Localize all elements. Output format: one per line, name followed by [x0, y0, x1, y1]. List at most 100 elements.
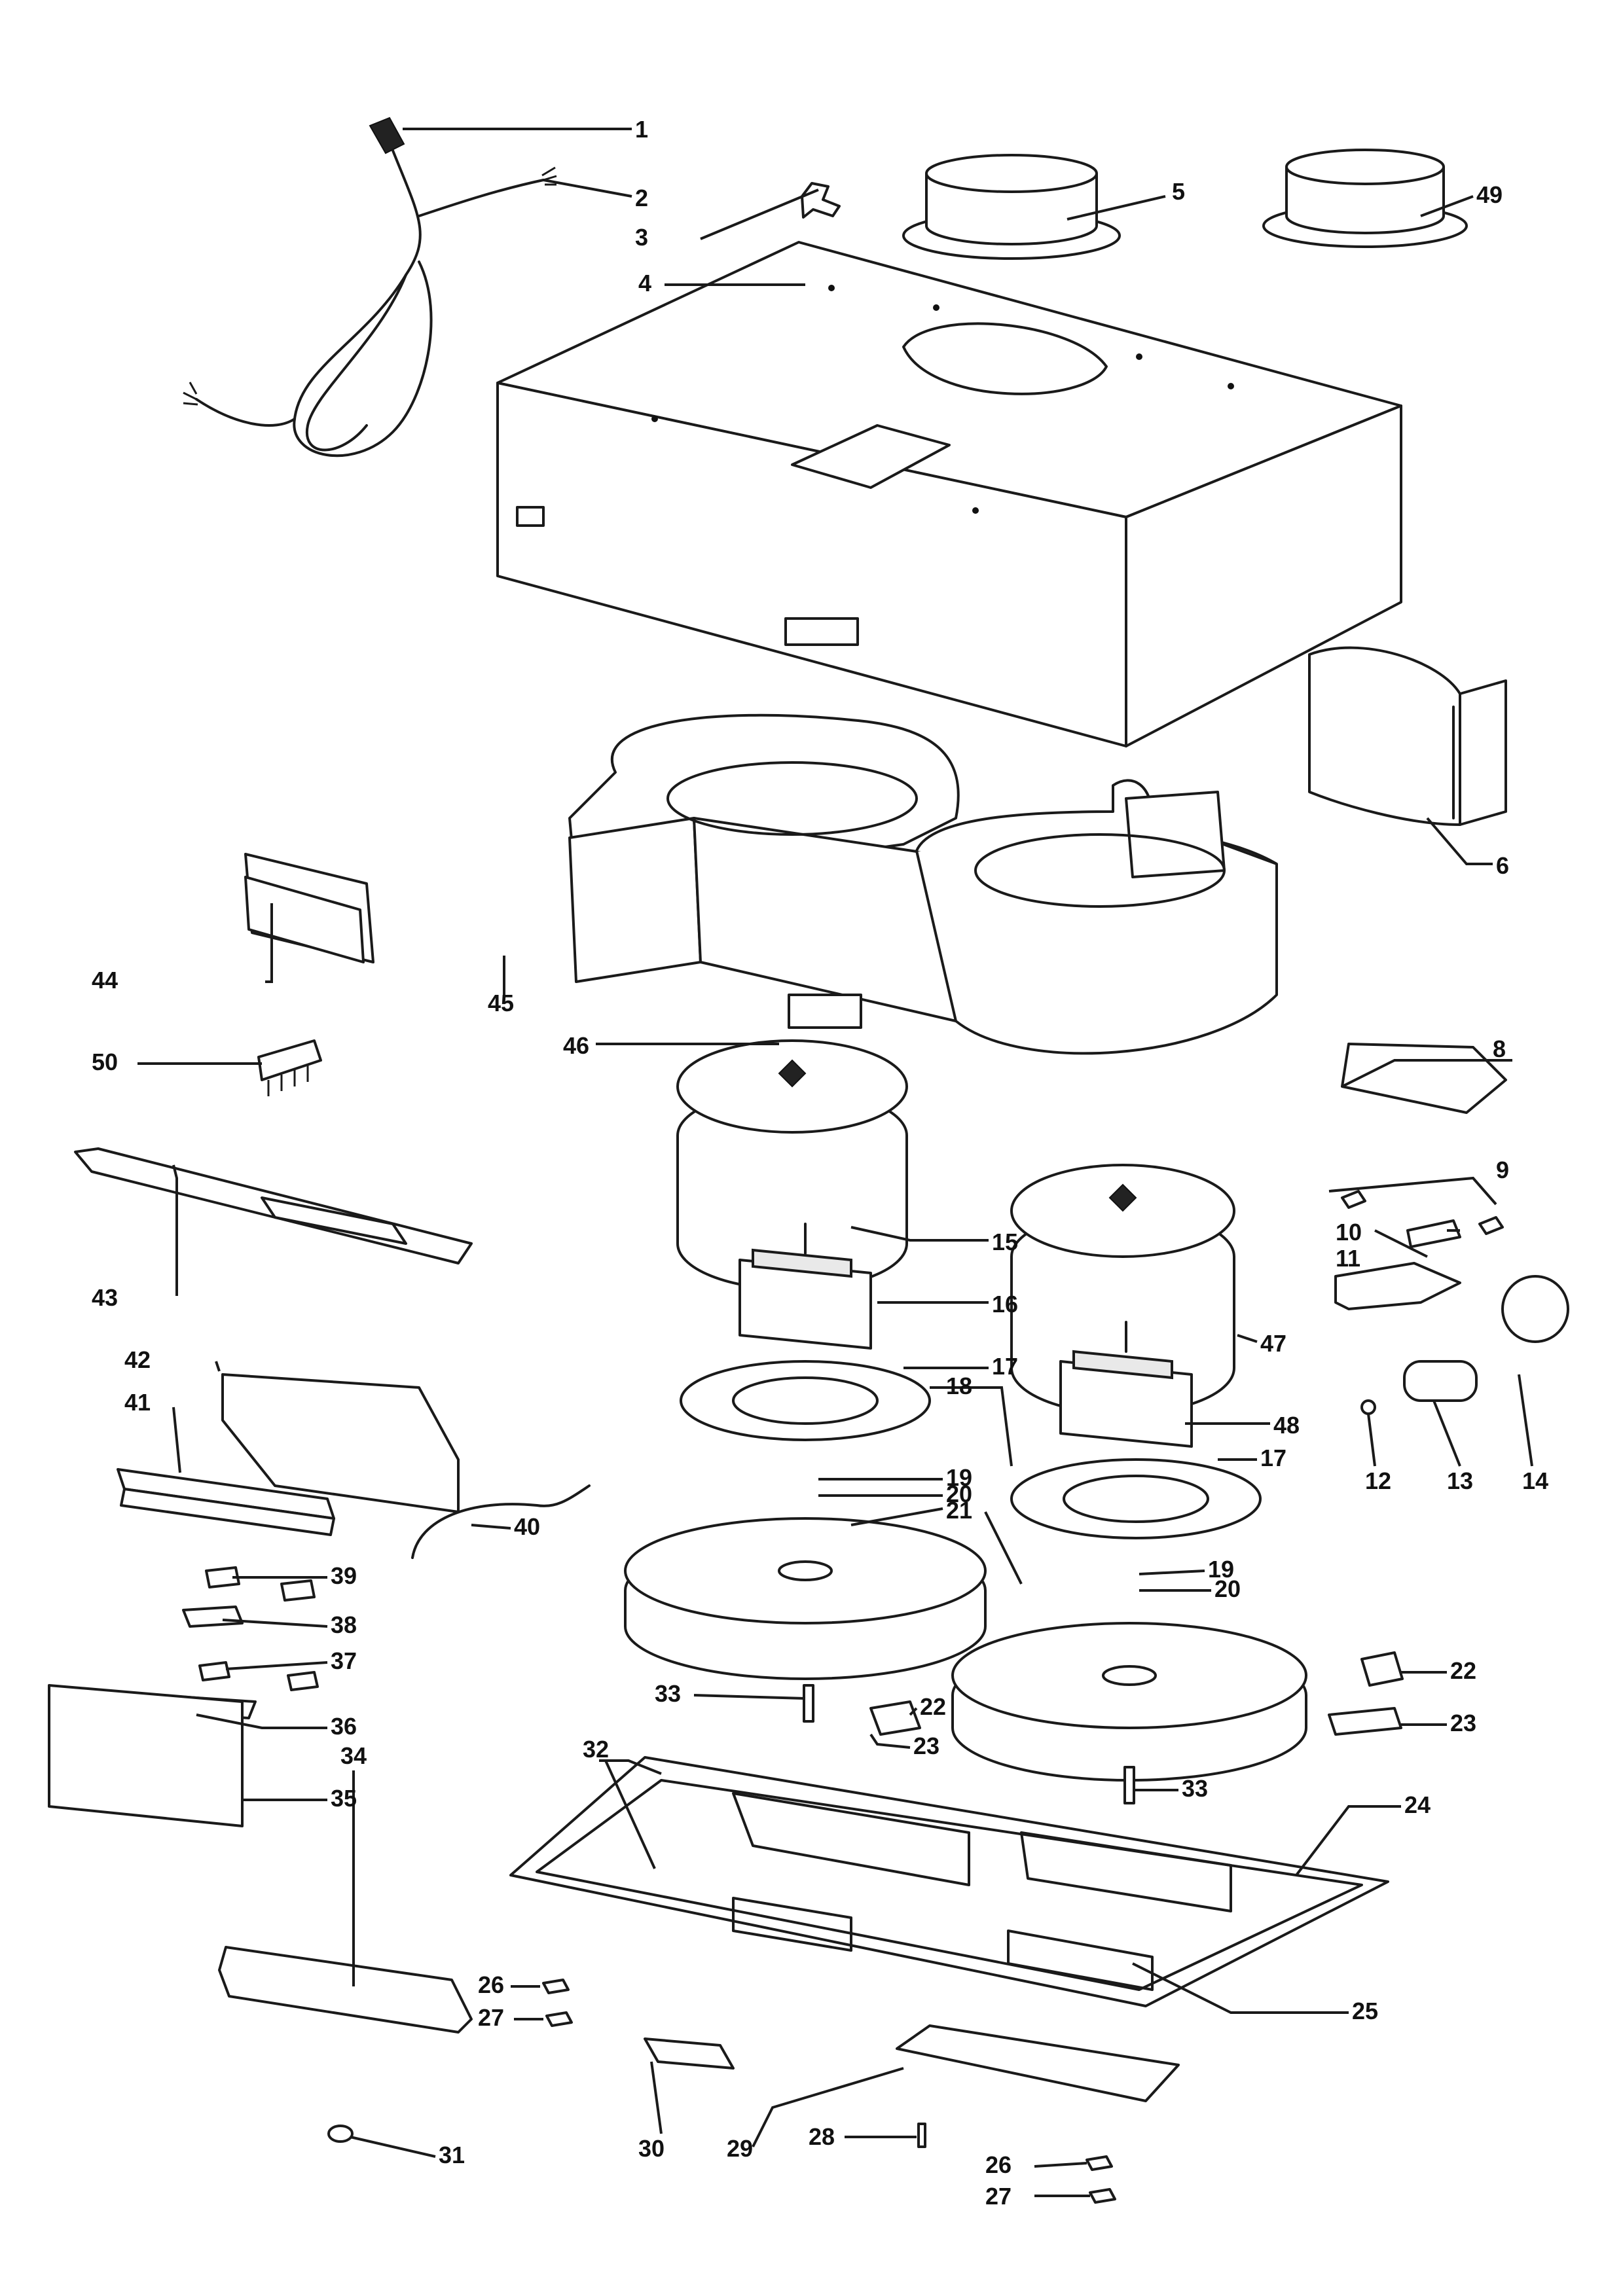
callout-29: 29	[727, 2135, 753, 2162]
callout-22b: 22	[1450, 1657, 1476, 1684]
base-plate	[509, 1756, 1389, 2007]
control-board-front	[244, 876, 365, 963]
callout-15: 15	[992, 1229, 1018, 1255]
callout-11: 11	[1336, 1245, 1360, 1272]
callout-42: 42	[124, 1346, 151, 1373]
spindle-left	[803, 1684, 814, 1723]
leader-lines	[137, 128, 1533, 2197]
callout-19a: 19	[946, 1464, 972, 1491]
callout-39: 39	[331, 1562, 357, 1589]
callout-50: 50	[92, 1049, 118, 1075]
blower-housing	[568, 713, 1278, 1055]
callout-23b: 23	[1450, 1710, 1476, 1736]
callout-33a: 33	[655, 1680, 681, 1707]
lamp-bulb	[1501, 1275, 1569, 1343]
callout-8: 8	[1493, 1035, 1506, 1062]
callout-26b: 26	[985, 2151, 1012, 2178]
callout-19b: 19	[1208, 1556, 1234, 1583]
callout-20b: 20	[1214, 1575, 1241, 1602]
lower-control-frame	[218, 1946, 473, 2034]
filter-right	[951, 1622, 1307, 1782]
callout-34: 34	[340, 1742, 367, 1769]
callout-17b: 17	[1260, 1444, 1286, 1471]
callout-28: 28	[809, 2123, 835, 2150]
callout-24: 24	[1404, 1791, 1431, 1818]
bracket-22-right	[1360, 1651, 1404, 1687]
clip-26-right	[1085, 2155, 1113, 2171]
callout-43: 43	[92, 1284, 118, 1311]
callout-37: 37	[331, 1647, 357, 1674]
hood-housing	[496, 241, 1402, 747]
callout-14: 14	[1522, 1467, 1548, 1494]
terminal-block	[257, 1039, 322, 1096]
callout-46: 46	[563, 1032, 589, 1059]
callout-4: 4	[638, 270, 651, 296]
callout-31: 31	[439, 2142, 465, 2168]
motor-mount-plate-left	[680, 1360, 931, 1441]
callout-36: 36	[331, 1713, 357, 1740]
motor-left	[739, 1223, 872, 1350]
callout-22a: 22	[920, 1693, 946, 1720]
callout-49: 49	[1476, 181, 1503, 208]
wire-harness	[411, 1484, 591, 1559]
bracket-23-right	[1328, 1707, 1402, 1736]
callout-27a: 27	[478, 2004, 504, 2031]
clip-26-left	[542, 1979, 570, 1994]
filter-left	[624, 1517, 987, 1680]
callout-47: 47	[1260, 1330, 1286, 1357]
callout-35: 35	[331, 1785, 357, 1812]
clip-27-right	[1089, 2188, 1116, 2204]
clip-27-left	[545, 2011, 573, 2027]
switch-knob-b	[280, 1579, 316, 1602]
lamp-terminal	[1406, 1219, 1461, 1248]
outlet-collar-5	[902, 154, 1121, 260]
callout-26a: 26	[478, 1971, 504, 1998]
lamp-bulb-tube	[1403, 1360, 1478, 1402]
callout-41: 41	[124, 1389, 151, 1416]
callout-6: 6	[1496, 852, 1509, 879]
callout-1: 1	[635, 116, 648, 143]
outlet-collar-49	[1262, 149, 1468, 248]
button-a	[198, 1661, 230, 1681]
switch-knob-a	[205, 1566, 240, 1588]
lamp-clip-right	[1478, 1216, 1504, 1235]
fan-wheel-left	[676, 1039, 908, 1291]
damper-flap	[1308, 646, 1507, 826]
lamp-cover-plate	[1341, 1043, 1507, 1114]
callout-17a: 17	[992, 1353, 1018, 1380]
cord-clip-bracket	[801, 182, 841, 219]
grommet	[327, 2125, 354, 2143]
filter-cover	[896, 2024, 1180, 2102]
callout-27b: 27	[985, 2183, 1012, 2210]
callout-33b: 33	[1182, 1775, 1208, 1802]
spindle-right	[1123, 1766, 1135, 1804]
callout-3: 3	[635, 224, 648, 251]
lamp-holder	[1334, 1262, 1461, 1310]
callout-2: 2	[635, 185, 648, 211]
screw	[917, 2123, 926, 2148]
callout-38: 38	[331, 1611, 357, 1638]
callout-48: 48	[1273, 1412, 1300, 1439]
front-panel	[48, 1684, 244, 1827]
latch-plate	[644, 2037, 735, 2070]
callout-10: 10	[1336, 1219, 1362, 1246]
bracket-22-left	[869, 1700, 921, 1736]
callout-labels: 1 2 3 4 5 49 6 44 45 46 50 8 9 10 11 43 …	[92, 116, 1548, 2210]
callout-13: 13	[1447, 1467, 1473, 1494]
callout-5: 5	[1172, 178, 1185, 205]
callout-45: 45	[488, 990, 514, 1016]
callout-30: 30	[638, 2135, 665, 2162]
callout-18: 18	[946, 1372, 972, 1399]
callout-12: 12	[1365, 1467, 1391, 1494]
callout-40: 40	[514, 1513, 540, 1540]
motor-mount-plate-right	[1010, 1458, 1262, 1539]
lamp-clip-left	[1341, 1190, 1366, 1209]
switch-body	[182, 1605, 244, 1628]
callout-16: 16	[992, 1291, 1018, 1318]
callout-21a: 21	[946, 1497, 972, 1524]
callout-32: 32	[583, 1736, 609, 1763]
callout-44: 44	[92, 967, 118, 994]
callout-25: 25	[1352, 1998, 1378, 2024]
button-b	[287, 1671, 319, 1691]
